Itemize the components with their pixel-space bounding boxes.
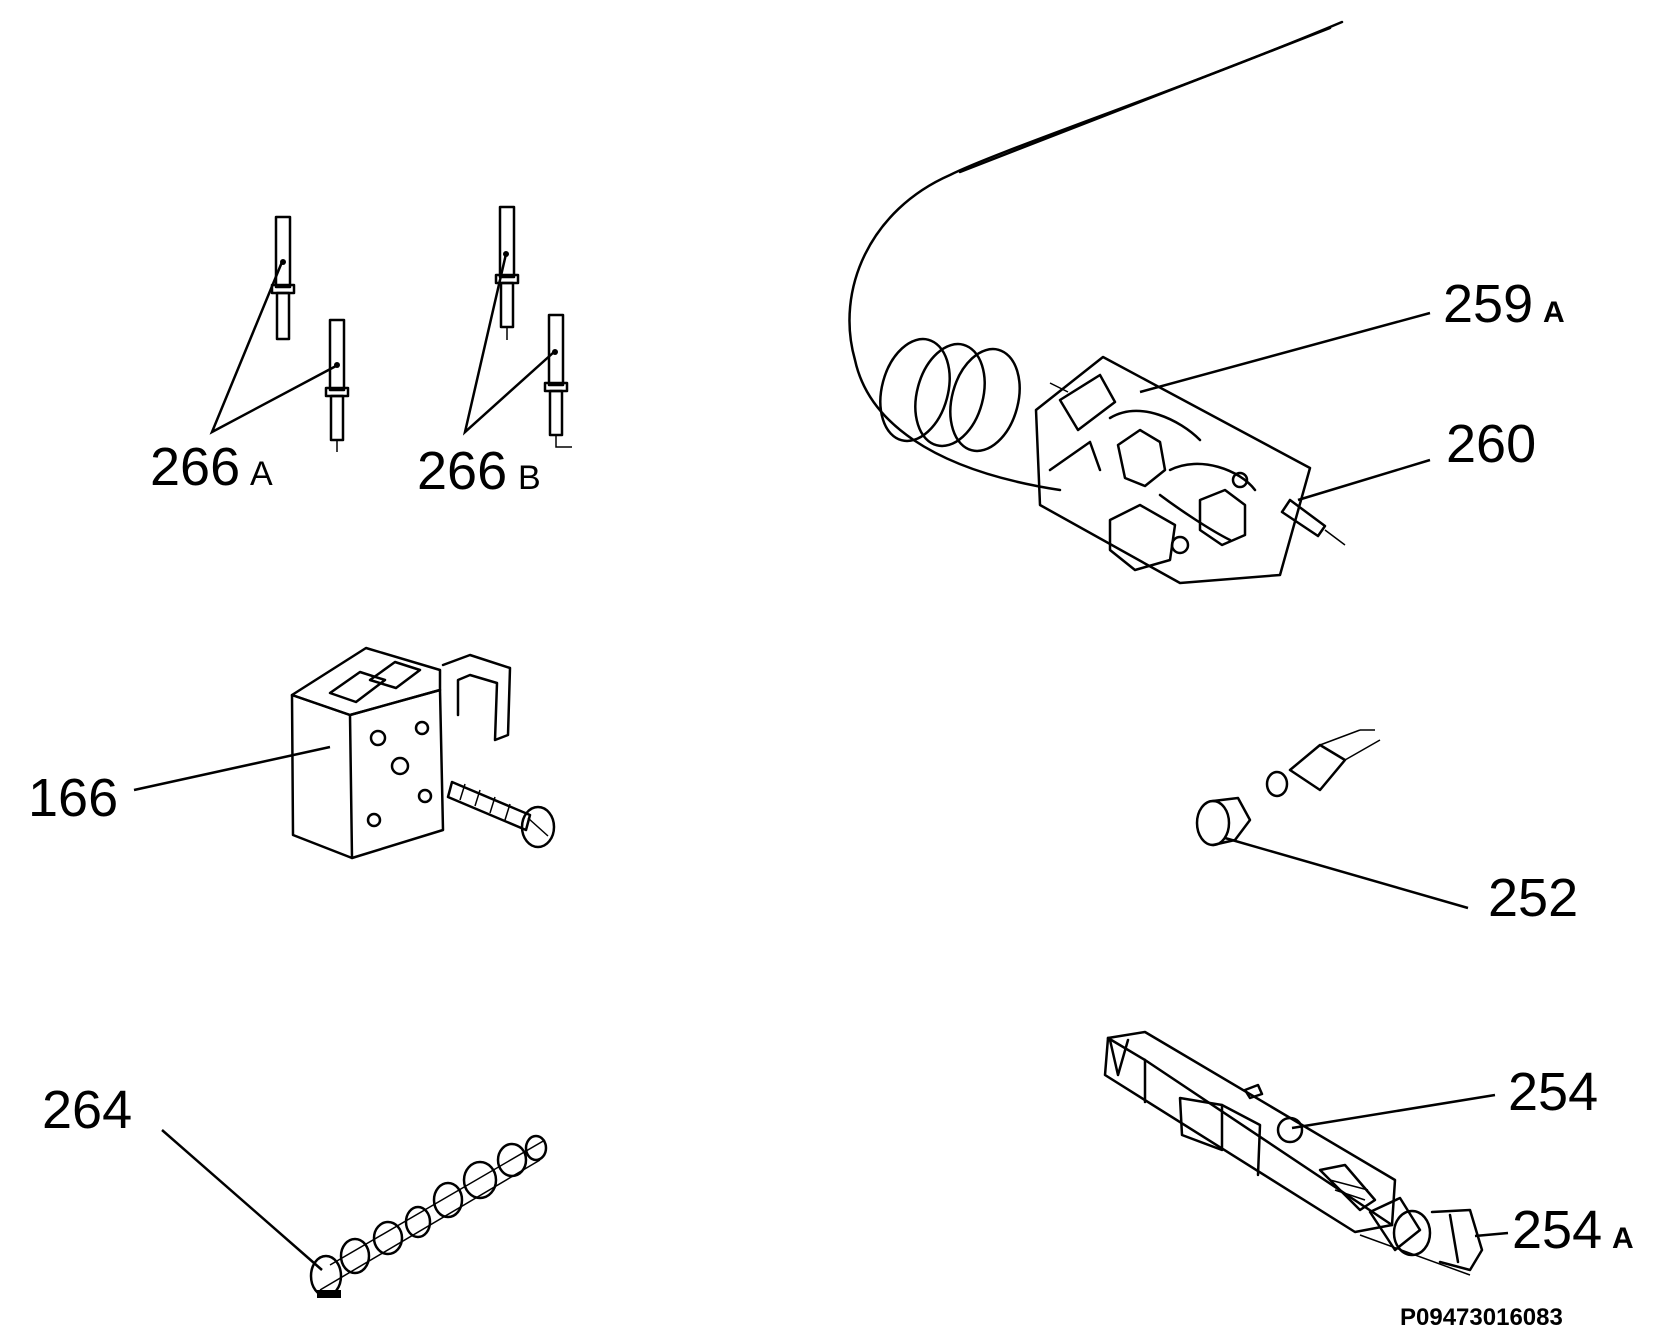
callout-254-number: 254 <box>1508 1062 1598 1122</box>
part-266b-electrodes <box>494 205 572 448</box>
callout-264: 264 <box>42 1080 132 1140</box>
part-254-burner-rail <box>1103 1030 1484 1276</box>
callout-266b: 266 B <box>417 441 541 501</box>
callout-252: 252 <box>1488 868 1578 928</box>
part-166-terminal-block <box>290 646 556 860</box>
callout-260-number: 260 <box>1446 414 1536 474</box>
callout-266a-number: 266 <box>150 437 240 497</box>
leader-260 <box>1297 458 1431 502</box>
callout-259a-suffix: A <box>1543 296 1565 329</box>
leader-166 <box>133 745 331 792</box>
drawing-code: P09473016083 <box>1400 1304 1563 1331</box>
leader-266b <box>462 253 555 436</box>
leader-264 <box>161 1129 323 1271</box>
callout-254a-suffix: A <box>1612 1222 1634 1255</box>
part-264-connector <box>309 1134 548 1298</box>
callout-166: 166 <box>28 768 118 828</box>
callout-260: 260 <box>1446 414 1536 474</box>
callout-259a: 259 A <box>1443 274 1565 334</box>
leader-266a <box>209 261 337 435</box>
part-252-lamp <box>1195 729 1381 847</box>
leader-254a <box>1474 1231 1509 1238</box>
callout-259a-number: 259 <box>1443 274 1533 334</box>
callout-254: 254 <box>1508 1062 1598 1122</box>
callout-266a: 266 A <box>150 437 273 497</box>
leader-259a <box>1139 311 1431 394</box>
leader-252 <box>1224 836 1469 910</box>
callout-266b-number: 266 <box>417 441 507 501</box>
callout-254a-number: 254 <box>1512 1200 1602 1260</box>
part-thermostat-capillary <box>848 20 1346 585</box>
part-266a-electrodes <box>270 215 350 452</box>
callout-266b-suffix: B <box>518 459 541 497</box>
callout-166-number: 166 <box>28 768 118 828</box>
callout-254a: 254 A <box>1512 1200 1634 1260</box>
leader-254 <box>1291 1093 1496 1130</box>
callout-252-number: 252 <box>1488 868 1578 928</box>
callout-266a-suffix: A <box>250 455 273 493</box>
callout-264-number: 264 <box>42 1080 132 1140</box>
